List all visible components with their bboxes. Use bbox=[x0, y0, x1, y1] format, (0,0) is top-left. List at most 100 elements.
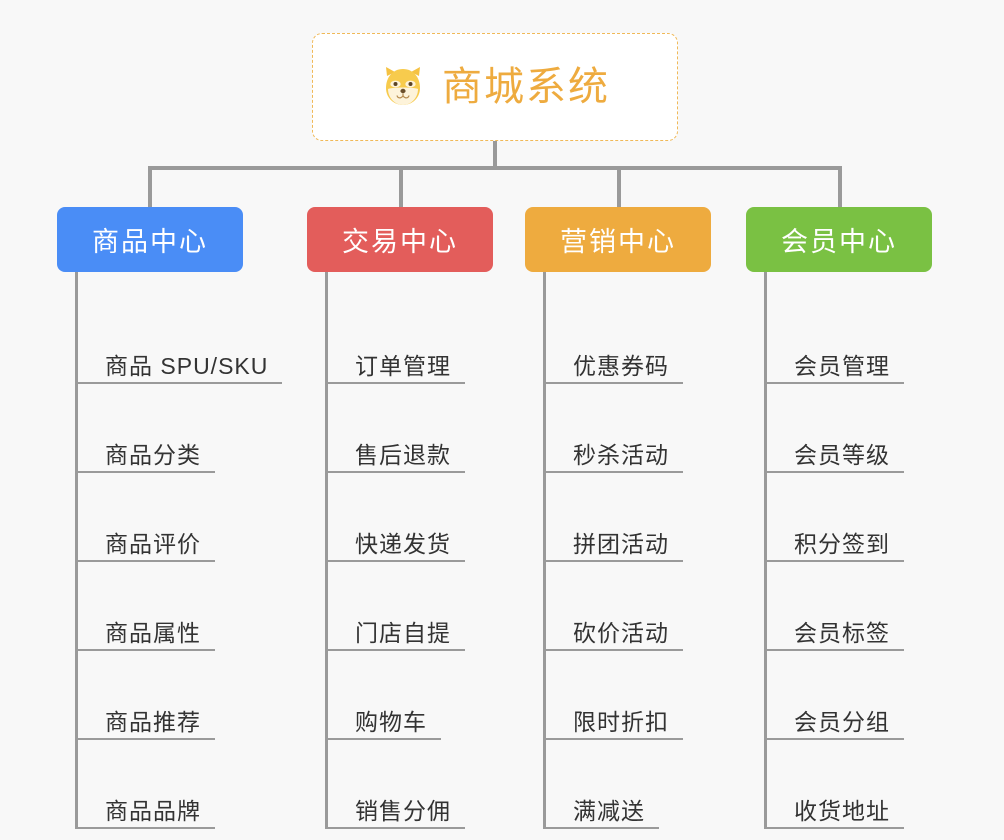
leaf-label: 积分签到 bbox=[794, 530, 890, 557]
leaf-label: 订单管理 bbox=[355, 352, 451, 379]
leaf-item[interactable]: 拼团活动 bbox=[525, 473, 745, 562]
leaf-underline bbox=[325, 649, 465, 651]
leaf-list-member: 会员管理 会员等级 积分签到 会员标签 会员分组 bbox=[746, 272, 966, 829]
leaf-label: 收货地址 bbox=[794, 797, 890, 824]
leaf-label: 拼团活动 bbox=[573, 530, 669, 557]
branch-column-trade: 交易中心 订单管理 售后退款 快递发货 门店自提 bbox=[307, 207, 527, 829]
leaf-spine bbox=[325, 272, 328, 829]
leaf-underline bbox=[543, 827, 659, 829]
leaf-underline bbox=[75, 471, 215, 473]
leaf-item[interactable]: 会员分组 bbox=[746, 651, 966, 740]
leaf-item[interactable]: 售后退款 bbox=[307, 384, 527, 473]
leaf-item[interactable]: 优惠券码 bbox=[525, 295, 745, 384]
leaf-item[interactable]: 会员标签 bbox=[746, 562, 966, 651]
leaf-item[interactable]: 收货地址 bbox=[746, 740, 966, 829]
connector-root-stem bbox=[493, 141, 497, 169]
leaf-underline bbox=[75, 560, 215, 562]
leaf-item[interactable]: 订单管理 bbox=[307, 295, 527, 384]
leaf-item[interactable]: 商品推荐 bbox=[57, 651, 307, 740]
leaf-underline bbox=[764, 649, 904, 651]
leaf-underline bbox=[543, 560, 683, 562]
leaf-item[interactable]: 快递发货 bbox=[307, 473, 527, 562]
leaf-underline bbox=[764, 471, 904, 473]
branch-header-product[interactable]: 商品中心 bbox=[57, 207, 243, 272]
leaf-underline bbox=[764, 827, 904, 829]
leaf-label: 快递发货 bbox=[355, 530, 451, 557]
leaf-list-marketing: 优惠券码 秒杀活动 拼团活动 砍价活动 限时折扣 bbox=[525, 272, 745, 829]
leaf-item[interactable]: 商品 SPU/SKU bbox=[57, 295, 307, 384]
branch-column-member: 会员中心 会员管理 会员等级 积分签到 会员标签 bbox=[746, 207, 966, 829]
connector-drop-1 bbox=[148, 166, 152, 209]
leaf-underline bbox=[543, 649, 683, 651]
leaf-label: 会员分组 bbox=[794, 708, 890, 735]
leaf-item[interactable]: 积分签到 bbox=[746, 473, 966, 562]
branch-column-product: 商品中心 商品 SPU/SKU 商品分类 商品评价 商品属性 bbox=[57, 207, 307, 829]
branch-label: 交易中心 bbox=[342, 227, 458, 257]
leaf-label: 限时折扣 bbox=[573, 708, 669, 735]
branch-header-marketing[interactable]: 营销中心 bbox=[525, 207, 711, 272]
leaf-underline bbox=[325, 738, 441, 740]
connector-drop-3 bbox=[617, 166, 621, 209]
leaf-item[interactable]: 商品分类 bbox=[57, 384, 307, 473]
leaf-underline bbox=[75, 738, 215, 740]
leaf-list-product: 商品 SPU/SKU 商品分类 商品评价 商品属性 商品推荐 bbox=[57, 272, 307, 829]
leaf-underline bbox=[543, 382, 683, 384]
leaf-list-trade: 订单管理 售后退款 快递发货 门店自提 购物车 bbox=[307, 272, 527, 829]
leaf-label: 销售分佣 bbox=[355, 797, 451, 824]
leaf-label: 秒杀活动 bbox=[573, 441, 669, 468]
leaf-spine bbox=[764, 272, 767, 829]
leaf-item[interactable]: 砍价活动 bbox=[525, 562, 745, 651]
leaf-item[interactable]: 门店自提 bbox=[307, 562, 527, 651]
leaf-label: 会员等级 bbox=[794, 441, 890, 468]
root-node[interactable]: 商城系统 bbox=[312, 33, 678, 141]
leaf-label: 商品品牌 bbox=[105, 797, 201, 824]
leaf-item[interactable]: 商品品牌 bbox=[57, 740, 307, 829]
leaf-underline bbox=[75, 649, 215, 651]
branch-header-trade[interactable]: 交易中心 bbox=[307, 207, 493, 272]
leaf-item[interactable]: 满减送 bbox=[525, 740, 745, 829]
leaf-label: 商品评价 bbox=[105, 530, 201, 557]
leaf-underline bbox=[764, 738, 904, 740]
leaf-spine bbox=[543, 272, 546, 829]
leaf-item[interactable]: 商品评价 bbox=[57, 473, 307, 562]
leaf-label: 门店自提 bbox=[355, 619, 451, 646]
leaf-item[interactable]: 购物车 bbox=[307, 651, 527, 740]
leaf-item[interactable]: 会员等级 bbox=[746, 384, 966, 473]
leaf-label: 商品分类 bbox=[105, 441, 201, 468]
leaf-label: 会员管理 bbox=[794, 352, 890, 379]
leaf-underline bbox=[764, 382, 904, 384]
leaf-item[interactable]: 商品属性 bbox=[57, 562, 307, 651]
connector-drop-4 bbox=[838, 166, 842, 209]
leaf-item[interactable]: 销售分佣 bbox=[307, 740, 527, 829]
branch-column-marketing: 营销中心 优惠券码 秒杀活动 拼团活动 砍价活动 bbox=[525, 207, 745, 829]
leaf-label: 满减送 bbox=[573, 797, 645, 824]
root-title: 商城系统 bbox=[442, 65, 610, 109]
branch-label: 会员中心 bbox=[781, 227, 897, 257]
shiba-dog-icon bbox=[380, 64, 426, 110]
leaf-underline bbox=[75, 827, 215, 829]
leaf-spine bbox=[75, 272, 78, 829]
leaf-label: 商品 SPU/SKU bbox=[105, 352, 269, 379]
leaf-underline bbox=[325, 471, 465, 473]
connector-drop-2 bbox=[399, 166, 403, 209]
leaf-label: 砍价活动 bbox=[573, 619, 669, 646]
leaf-item[interactable]: 限时折扣 bbox=[525, 651, 745, 740]
leaf-item[interactable]: 会员管理 bbox=[746, 295, 966, 384]
leaf-underline bbox=[325, 560, 465, 562]
leaf-label: 售后退款 bbox=[355, 441, 451, 468]
leaf-underline bbox=[325, 827, 465, 829]
leaf-underline bbox=[543, 471, 683, 473]
connector-horizontal-bus bbox=[148, 166, 842, 170]
branch-header-member[interactable]: 会员中心 bbox=[746, 207, 932, 272]
leaf-underline bbox=[764, 560, 904, 562]
leaf-label: 购物车 bbox=[355, 708, 427, 735]
branch-label: 营销中心 bbox=[560, 227, 676, 257]
leaf-underline bbox=[75, 382, 283, 384]
leaf-label: 优惠券码 bbox=[573, 352, 669, 379]
branch-label: 商品中心 bbox=[92, 227, 208, 257]
leaf-item[interactable]: 秒杀活动 bbox=[525, 384, 745, 473]
leaf-label: 会员标签 bbox=[794, 619, 890, 646]
leaf-underline bbox=[543, 738, 683, 740]
leaf-label: 商品推荐 bbox=[105, 708, 201, 735]
